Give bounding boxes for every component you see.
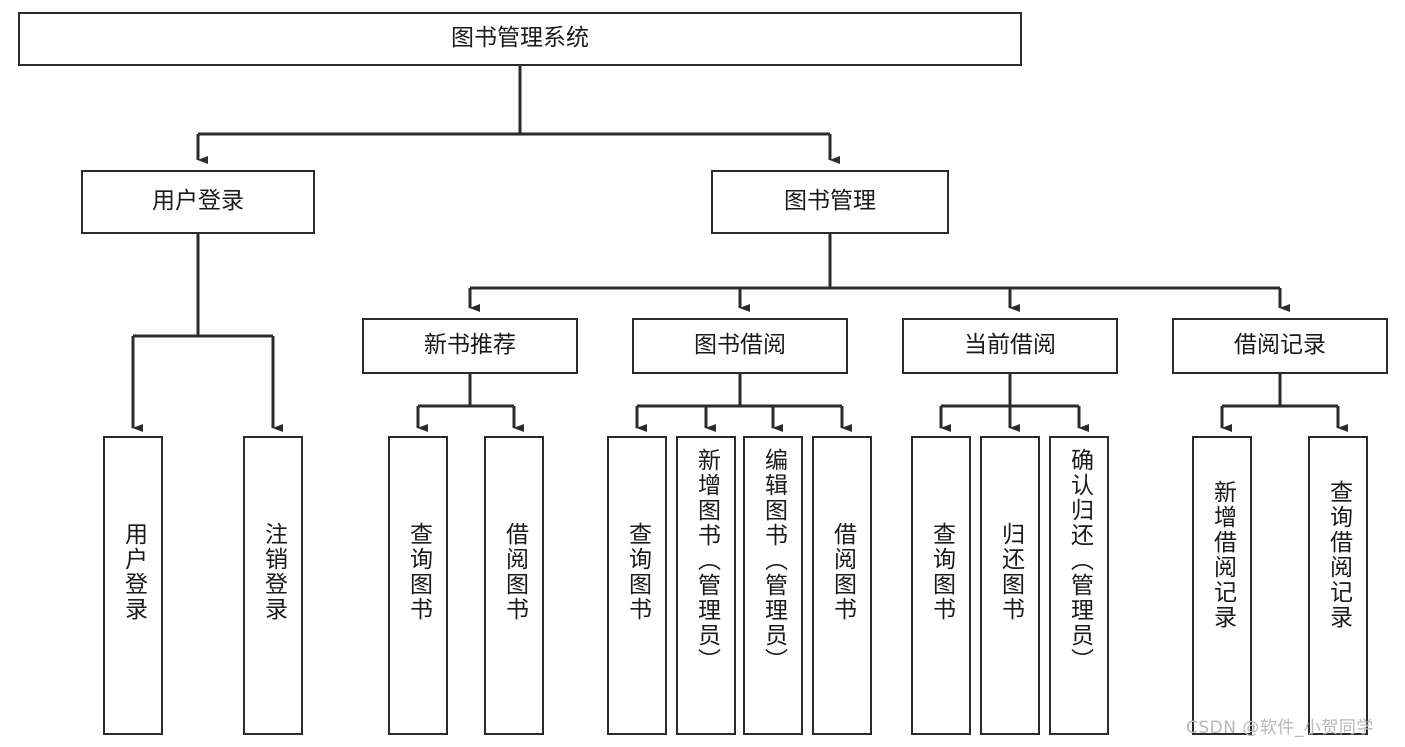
node-leaf-return-book-label: 归还图书: [997, 522, 1024, 622]
node-leaf-query-book-2-label: 查询图书: [624, 522, 651, 622]
node-book-borrow-label: 图书借阅: [694, 332, 786, 359]
node-book-management[interactable]: 图书管理: [711, 170, 949, 234]
node-root-system[interactable]: 图书管理系统: [18, 12, 1022, 66]
node-leaf-add-record-label: 新增借阅记录: [1209, 480, 1236, 630]
node-leaf-borrow-book-1[interactable]: 借阅图书: [484, 436, 544, 735]
node-borrow-record-label: 借阅记录: [1234, 332, 1326, 359]
node-leaf-query-book-1[interactable]: 查询图书: [388, 436, 448, 735]
node-leaf-query-book-1-label: 查询图书: [405, 522, 432, 622]
node-new-book-recommend-label: 新书推荐: [424, 332, 516, 359]
node-leaf-borrow-book-1-label: 借阅图书: [501, 522, 528, 622]
node-new-book-recommend[interactable]: 新书推荐: [362, 318, 578, 374]
node-root-system-label: 图书管理系统: [451, 25, 589, 52]
node-leaf-return-book[interactable]: 归还图书: [980, 436, 1040, 735]
node-leaf-query-book-2[interactable]: 查询图书: [607, 436, 667, 735]
node-leaf-query-record-label: 查询借阅记录: [1325, 480, 1352, 630]
node-leaf-logout-login[interactable]: 注销登录: [243, 436, 303, 735]
node-borrow-record[interactable]: 借阅记录: [1172, 318, 1388, 374]
node-leaf-logout-login-label: 注销登录: [260, 522, 287, 622]
node-current-borrow[interactable]: 当前借阅: [902, 318, 1118, 374]
node-leaf-user-login[interactable]: 用户登录: [103, 436, 163, 735]
node-book-management-label: 图书管理: [784, 188, 876, 215]
node-leaf-query-record[interactable]: 查询借阅记录: [1308, 436, 1368, 735]
node-leaf-add-book[interactable]: 新增图书（管理员）: [676, 436, 736, 735]
node-current-borrow-label: 当前借阅: [964, 332, 1056, 359]
node-user-login[interactable]: 用户登录: [81, 170, 315, 234]
node-leaf-borrow-book-2[interactable]: 借阅图书: [812, 436, 872, 735]
node-book-borrow[interactable]: 图书借阅: [632, 318, 848, 374]
node-leaf-query-book-3-label: 查询图书: [928, 522, 955, 622]
node-leaf-confirm-return[interactable]: 确认归还（管理员）: [1049, 436, 1109, 735]
node-leaf-borrow-book-2-label: 借阅图书: [829, 522, 856, 622]
node-leaf-edit-book-label: 编辑图书（管理员）: [760, 448, 787, 673]
node-leaf-query-book-3[interactable]: 查询图书: [911, 436, 971, 735]
node-leaf-edit-book[interactable]: 编辑图书（管理员）: [743, 436, 803, 735]
csdn-watermark: CSDN @软件_小贺同学: [1186, 718, 1374, 738]
node-user-login-label: 用户登录: [152, 188, 244, 215]
node-leaf-add-book-label: 新增图书（管理员）: [693, 448, 720, 673]
node-leaf-add-record[interactable]: 新增借阅记录: [1192, 436, 1252, 735]
node-leaf-user-login-label: 用户登录: [120, 522, 147, 622]
node-leaf-confirm-return-label: 确认归还（管理员）: [1066, 448, 1093, 673]
